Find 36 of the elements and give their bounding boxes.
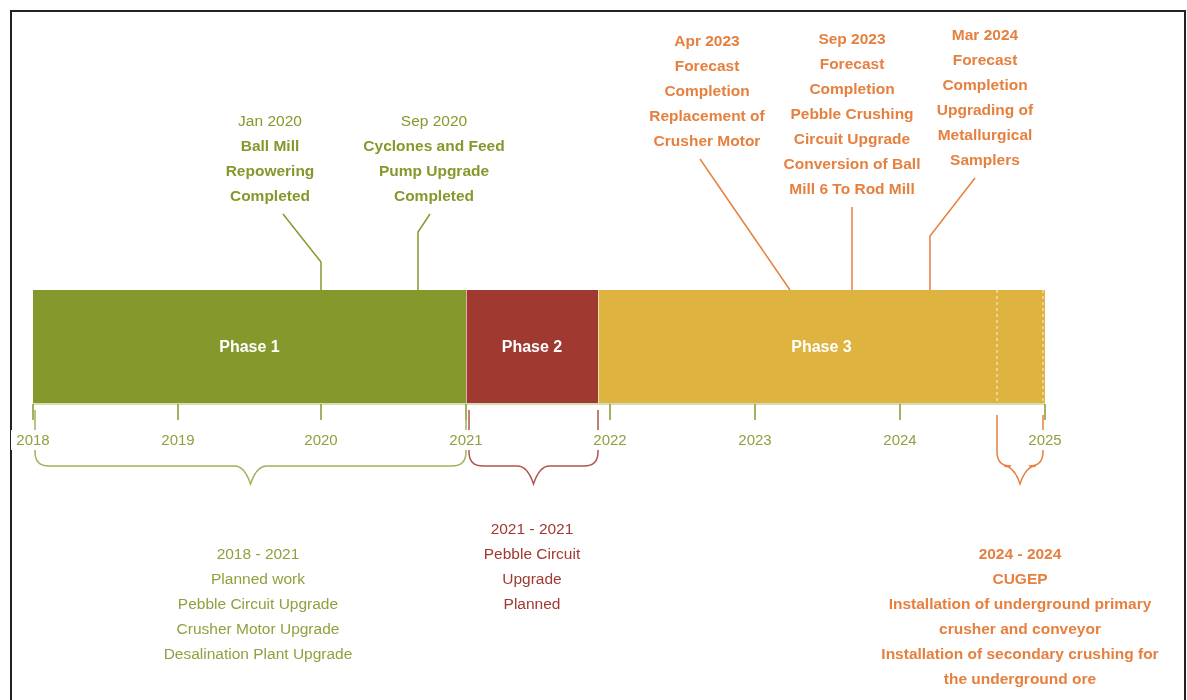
- period-note: Desalination Plant Upgrade: [162, 644, 354, 664]
- period-note: Installation of underground primary crusher and conveyor: [887, 594, 1153, 639]
- milestone-date: Mar 2024: [951, 25, 1019, 45]
- leader-line: [699, 158, 791, 291]
- milestone-date: Sep 2020: [400, 111, 468, 131]
- period-note: Planned work: [210, 569, 306, 589]
- milestone-date: Jan 2020: [238, 111, 302, 131]
- period-note: CUGEP: [991, 569, 1049, 589]
- leader-line: [282, 213, 322, 291]
- milestone-text: Ball Mill Repowering Completed: [224, 136, 316, 206]
- milestone-date: Apr 2023: [674, 31, 740, 51]
- milestone-text: Cyclones and Feed Pump Upgrade Completed: [362, 136, 506, 206]
- period-note: 2021 - 2021: [489, 519, 575, 539]
- leader-line: [417, 213, 431, 291]
- milestone-text: Replacement of Crusher Motor: [648, 106, 766, 151]
- milestone-text: Forecast Completion: [808, 54, 896, 99]
- milestone-text: Forecast Completion: [941, 50, 1029, 95]
- phase-bar: [466, 290, 598, 403]
- period-note: 2018 - 2021: [215, 544, 301, 564]
- milestone-text: Conversion of Ball Mill 6 To Rod Mill: [782, 154, 922, 199]
- leader-line: [851, 206, 853, 291]
- phase-label: Phase 2: [501, 337, 563, 356]
- period-note: Installation of secondary crushing for the underground ore: [880, 644, 1160, 689]
- phase-bar: [598, 290, 1045, 403]
- phase-label: Phase 1: [219, 337, 280, 356]
- period-note: Crusher Motor Upgrade: [175, 619, 341, 639]
- leader-line: [929, 177, 976, 291]
- milestone-date: Sep 2023: [818, 29, 886, 49]
- period-note: Pebble Circuit Upgrade Planned: [482, 544, 582, 614]
- milestone-text: Forecast Completion: [663, 56, 751, 101]
- milestone-text: Upgrading of Metallurgical Samplers: [935, 100, 1035, 170]
- period-note: 2024 - 2024: [977, 544, 1063, 564]
- milestone-text: Pebble Crushing Circuit Upgrade: [789, 104, 915, 149]
- phase-bar: [33, 290, 466, 403]
- period-note: Pebble Circuit Upgrade: [176, 594, 340, 614]
- phase-label: Phase 3: [791, 337, 852, 356]
